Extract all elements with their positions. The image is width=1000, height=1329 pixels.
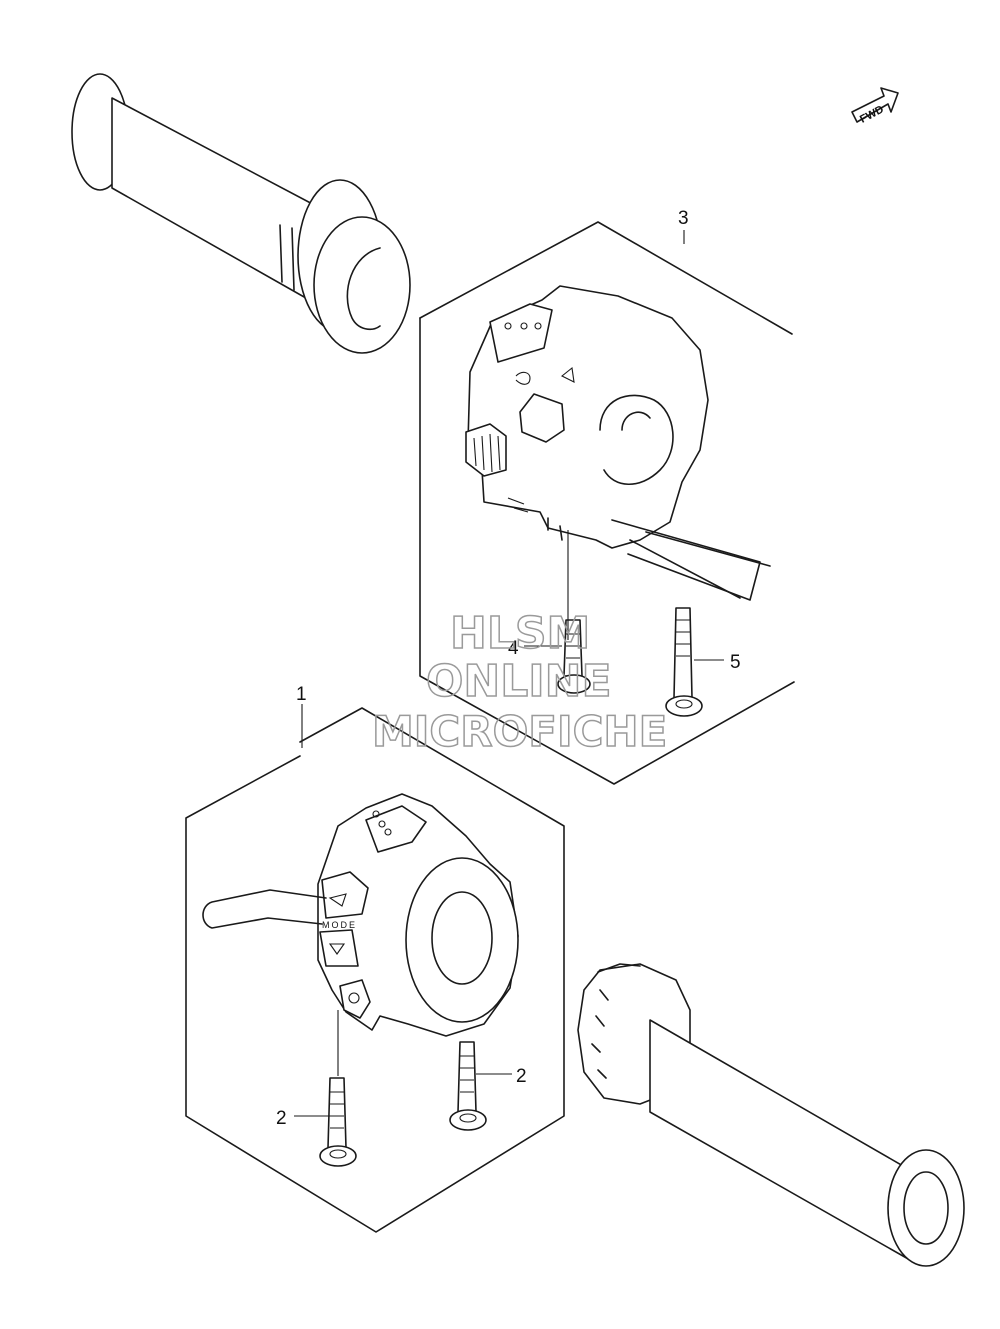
right-handlebar-switch [465,285,771,601]
callout-4-label: 4 [508,638,519,659]
kit-outline-3 [419,221,795,785]
callout-3-label: 3 [678,208,689,229]
kit-outline-1 [185,707,565,1233]
mode-label: MODE [322,920,357,930]
left-handle-grip [71,73,411,354]
screw-2-left [319,1077,357,1167]
callout-2b-label: 2 [516,1066,527,1087]
watermark-line-3: MICROFICHE [372,707,667,756]
callout-2a-label: 2 [276,1108,287,1129]
screw-2-right [449,1041,487,1131]
watermark-line-2: ONLINE [426,656,612,707]
callout-5-label: 5 [730,652,741,673]
watermark-line-1: HLSM [450,608,590,659]
screw-5 [665,607,703,717]
fwd-arrow-icon: FWD [851,87,899,126]
left-handlebar-switch: MODE [202,793,519,1037]
leader-4 [524,530,569,647]
watermark: HLSM ONLINE MICROFICHE [371,607,668,757]
callout-1-label: 1 [296,684,307,705]
right-handle-grip [577,963,965,1267]
